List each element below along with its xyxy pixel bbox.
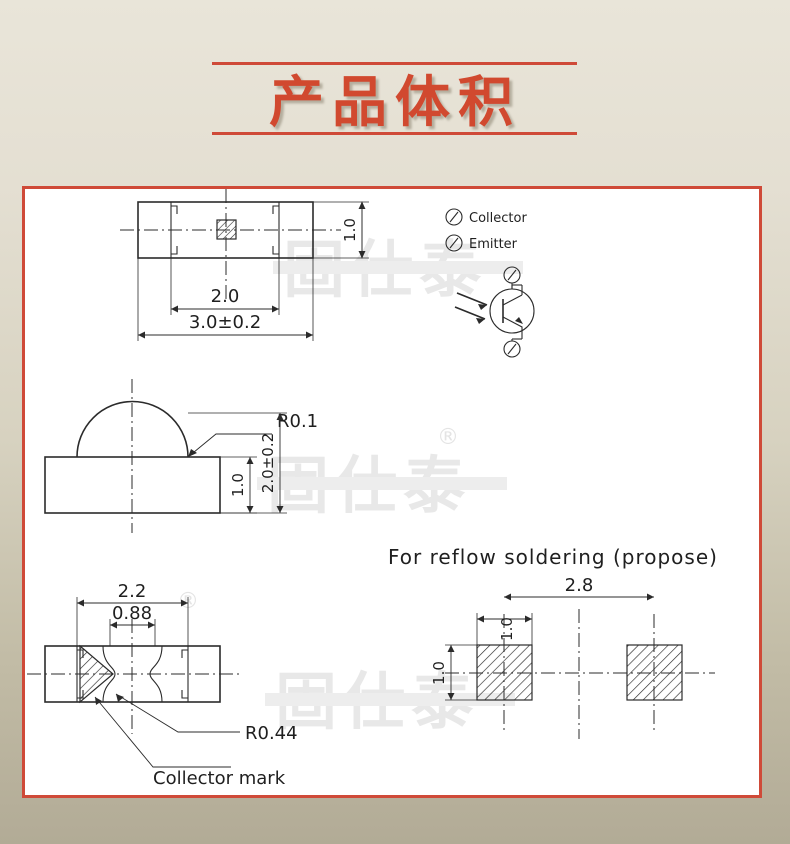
dim-pad-height: 1.0 [430, 661, 448, 685]
page-title: 产品体积 [268, 70, 521, 134]
top-view-group: 1.0 2.0 3.0±0.2 [120, 189, 369, 341]
dim-top-height: 1.0 [341, 218, 359, 242]
reflow-note: For reflow soldering (propose) [388, 545, 718, 569]
dim-bottom-outer: 2.2 [118, 581, 147, 602]
dim-pad-pitch: 2.8 [565, 575, 594, 596]
side-view-group: R0.1 1.0 2.0±0.2 [44, 379, 318, 533]
title-rule-bottom [212, 132, 577, 135]
dim-bottom-radius: R0.44 [245, 723, 298, 744]
dim-pad-width: 1.0 [498, 617, 516, 641]
bottom-view-group: 2.2 0.88 R0.44 Collector mark [27, 581, 298, 789]
legend-label-collector: Collector [469, 211, 527, 226]
technical-drawing: 1.0 2.0 3.0±0.2 [27, 189, 718, 789]
page-header: 产品体积 [0, 0, 790, 170]
phototransistor-symbol-group [454, 266, 535, 358]
pad-layout-group: 2.8 1.0 1.0 [430, 575, 715, 739]
dim-side-radius: R0.1 [277, 411, 318, 432]
legend-label-emitter: Emitter [469, 237, 518, 252]
dim-top-overall: 3.0±0.2 [189, 312, 261, 333]
pin-legend-group: Collector Emitter [445, 208, 527, 252]
drawing-panel: 固仕泰 固仕泰 ® 固仕泰 ® [22, 186, 762, 798]
dim-top-inner: 2.0 [211, 286, 240, 307]
dim-bottom-inner: 0.88 [112, 603, 152, 624]
dim-side-overall: 2.0±0.2 [259, 433, 277, 493]
dim-side-body: 1.0 [229, 473, 247, 497]
collector-mark-label: Collector mark [153, 768, 286, 789]
title-rule-top [212, 62, 577, 65]
drawing-canvas: 固仕泰 固仕泰 ® 固仕泰 ® [25, 189, 759, 795]
